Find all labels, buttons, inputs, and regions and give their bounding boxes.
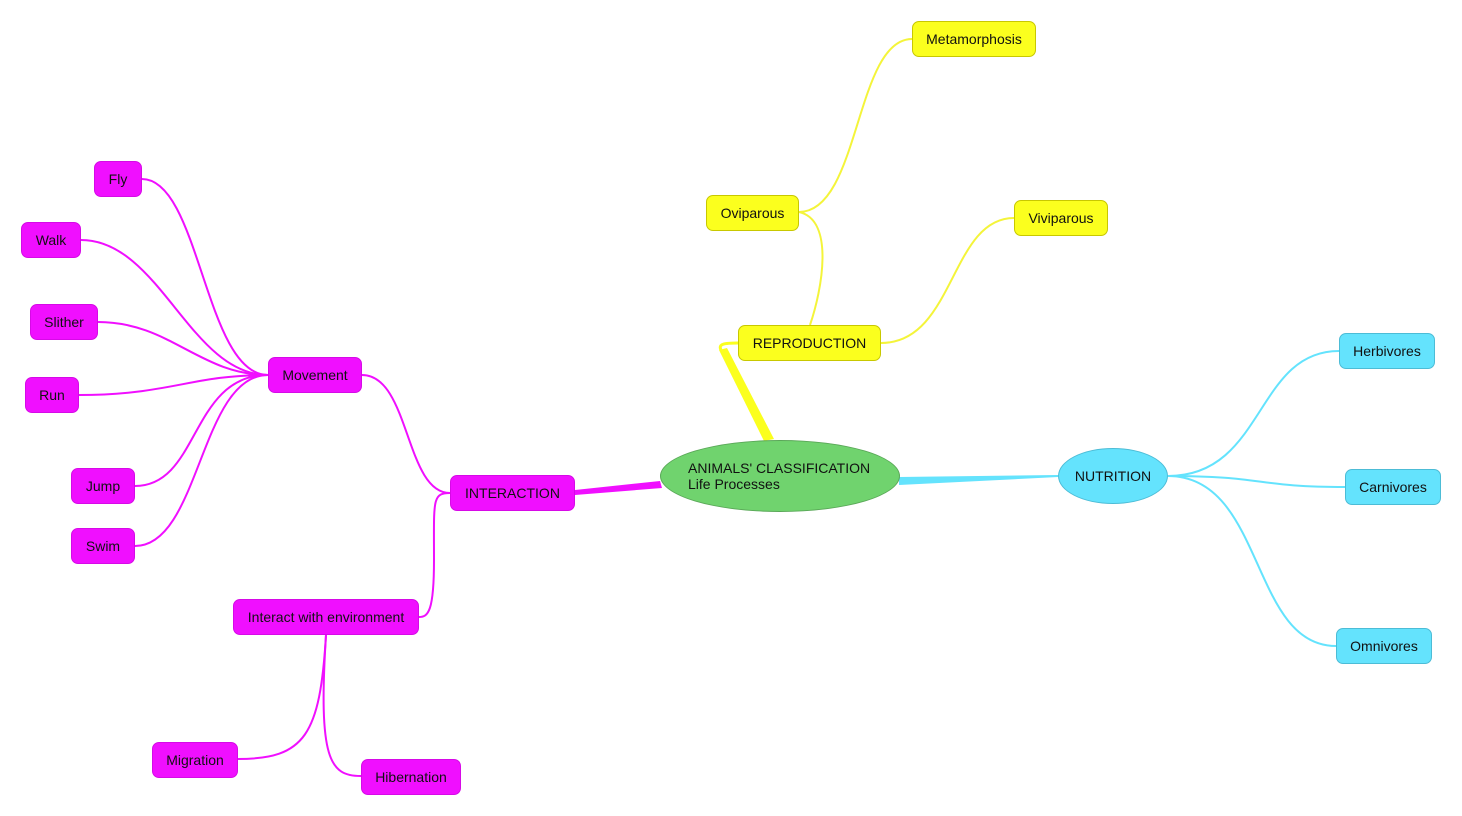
link-reproduction-viviparous	[880, 217, 1015, 344]
link-interaction-movement	[361, 374, 451, 494]
link-center-reproduction	[719, 348, 774, 441]
topic-hibernation[interactable]: Hibernation	[361, 759, 461, 795]
topic-jump[interactable]: Jump	[71, 468, 135, 504]
topic-omnivores[interactable]: Omnivores	[1336, 628, 1432, 664]
central-topic-title: ANIMALS' CLASSIFICATION	[688, 460, 871, 476]
topic-oviparous[interactable]: Oviparous	[706, 195, 799, 231]
topic-swim[interactable]: Swim	[71, 528, 135, 564]
link-environment-migration	[237, 634, 327, 760]
topic-reproduction[interactable]: REPRODUCTION	[738, 325, 881, 361]
link-reproduction-hook	[718, 341, 739, 351]
topic-migration[interactable]: Migration	[152, 742, 238, 778]
topic-interact-with-environment[interactable]: Interact with environment	[233, 599, 419, 635]
link-movement-jump	[134, 374, 269, 487]
topic-nutrition[interactable]: NUTRITION	[1058, 448, 1168, 504]
link-nutrition-omnivores	[1167, 475, 1337, 647]
link-environment-hibernation	[322, 634, 362, 777]
topic-slither[interactable]: Slither	[30, 304, 98, 340]
topic-metamorphosis[interactable]: Metamorphosis	[912, 21, 1036, 57]
central-topic-subtitle: Life Processes	[688, 476, 780, 492]
link-movement-slither	[97, 321, 269, 376]
central-topic[interactable]: ANIMALS' CLASSIFICATION Life Processes	[660, 440, 900, 512]
link-center-interaction	[575, 481, 662, 495]
topic-herbivores[interactable]: Herbivores	[1339, 333, 1435, 369]
link-movement-walk	[80, 239, 269, 376]
topic-viviparous[interactable]: Viviparous	[1014, 200, 1108, 236]
topic-interaction[interactable]: INTERACTION	[450, 475, 575, 511]
topic-carnivores[interactable]: Carnivores	[1345, 469, 1441, 505]
topic-walk[interactable]: Walk	[21, 222, 81, 258]
topic-movement[interactable]: Movement	[268, 357, 362, 393]
link-interaction-environment	[418, 492, 451, 618]
link-movement-swim	[134, 374, 269, 547]
link-nutrition-herbivores	[1167, 350, 1340, 477]
link-movement-fly	[141, 178, 269, 376]
link-nutrition-carnivores	[1167, 475, 1346, 488]
link-center-nutrition	[899, 475, 1058, 485]
topic-run[interactable]: Run	[25, 377, 79, 413]
link-oviparous-metamorphosis	[798, 38, 913, 213]
link-reproduction-oviparous	[798, 211, 824, 326]
topic-fly[interactable]: Fly	[94, 161, 142, 197]
link-movement-run	[78, 374, 269, 396]
